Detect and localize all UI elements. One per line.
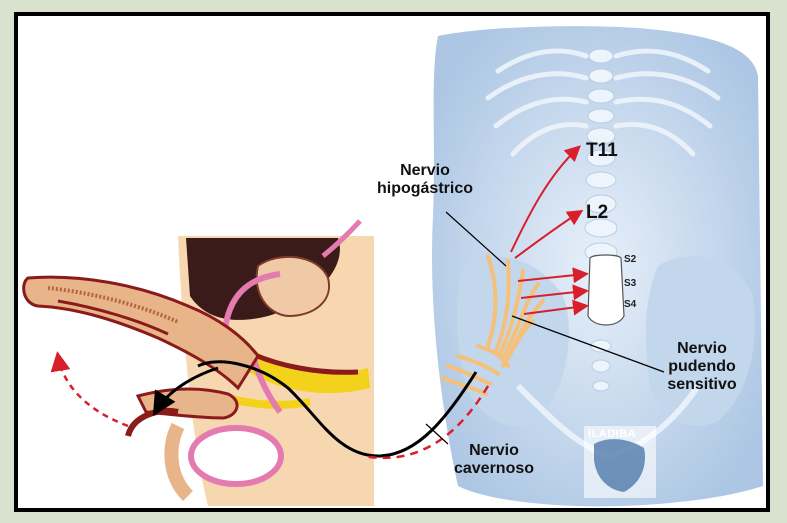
vertebra-label-t11: T11: [586, 140, 618, 162]
segment-label-s4: S4: [624, 299, 636, 310]
label-nervio-pudendo: Nervio pudendo sensitivo: [650, 340, 754, 394]
label-line: sensitivo: [650, 376, 754, 394]
vertebra-label-l2: L2: [586, 202, 608, 224]
segment-label-s2: S2: [624, 254, 636, 265]
segment-label-s3: S3: [624, 278, 636, 289]
label-line: Nervio: [370, 162, 480, 180]
label-line: pudendo: [650, 358, 754, 376]
label-nervio-hipogastrico: Nervio hipogástrico: [370, 162, 480, 198]
label-line: Nervio: [442, 442, 546, 460]
label-line: cavernoso: [442, 460, 546, 478]
label-line: Nervio: [650, 340, 754, 358]
illustration: [18, 16, 766, 508]
label-nervio-cavernoso: Nervio cavernoso: [442, 442, 546, 478]
dashed-red-erection-arrow: [58, 356, 128, 426]
label-line: hipogástrico: [370, 180, 480, 198]
logo-text: ILADIBA: [588, 428, 636, 440]
diagram-frame: Nervio hipogástrico Nervio pudendo sensi…: [14, 12, 770, 512]
